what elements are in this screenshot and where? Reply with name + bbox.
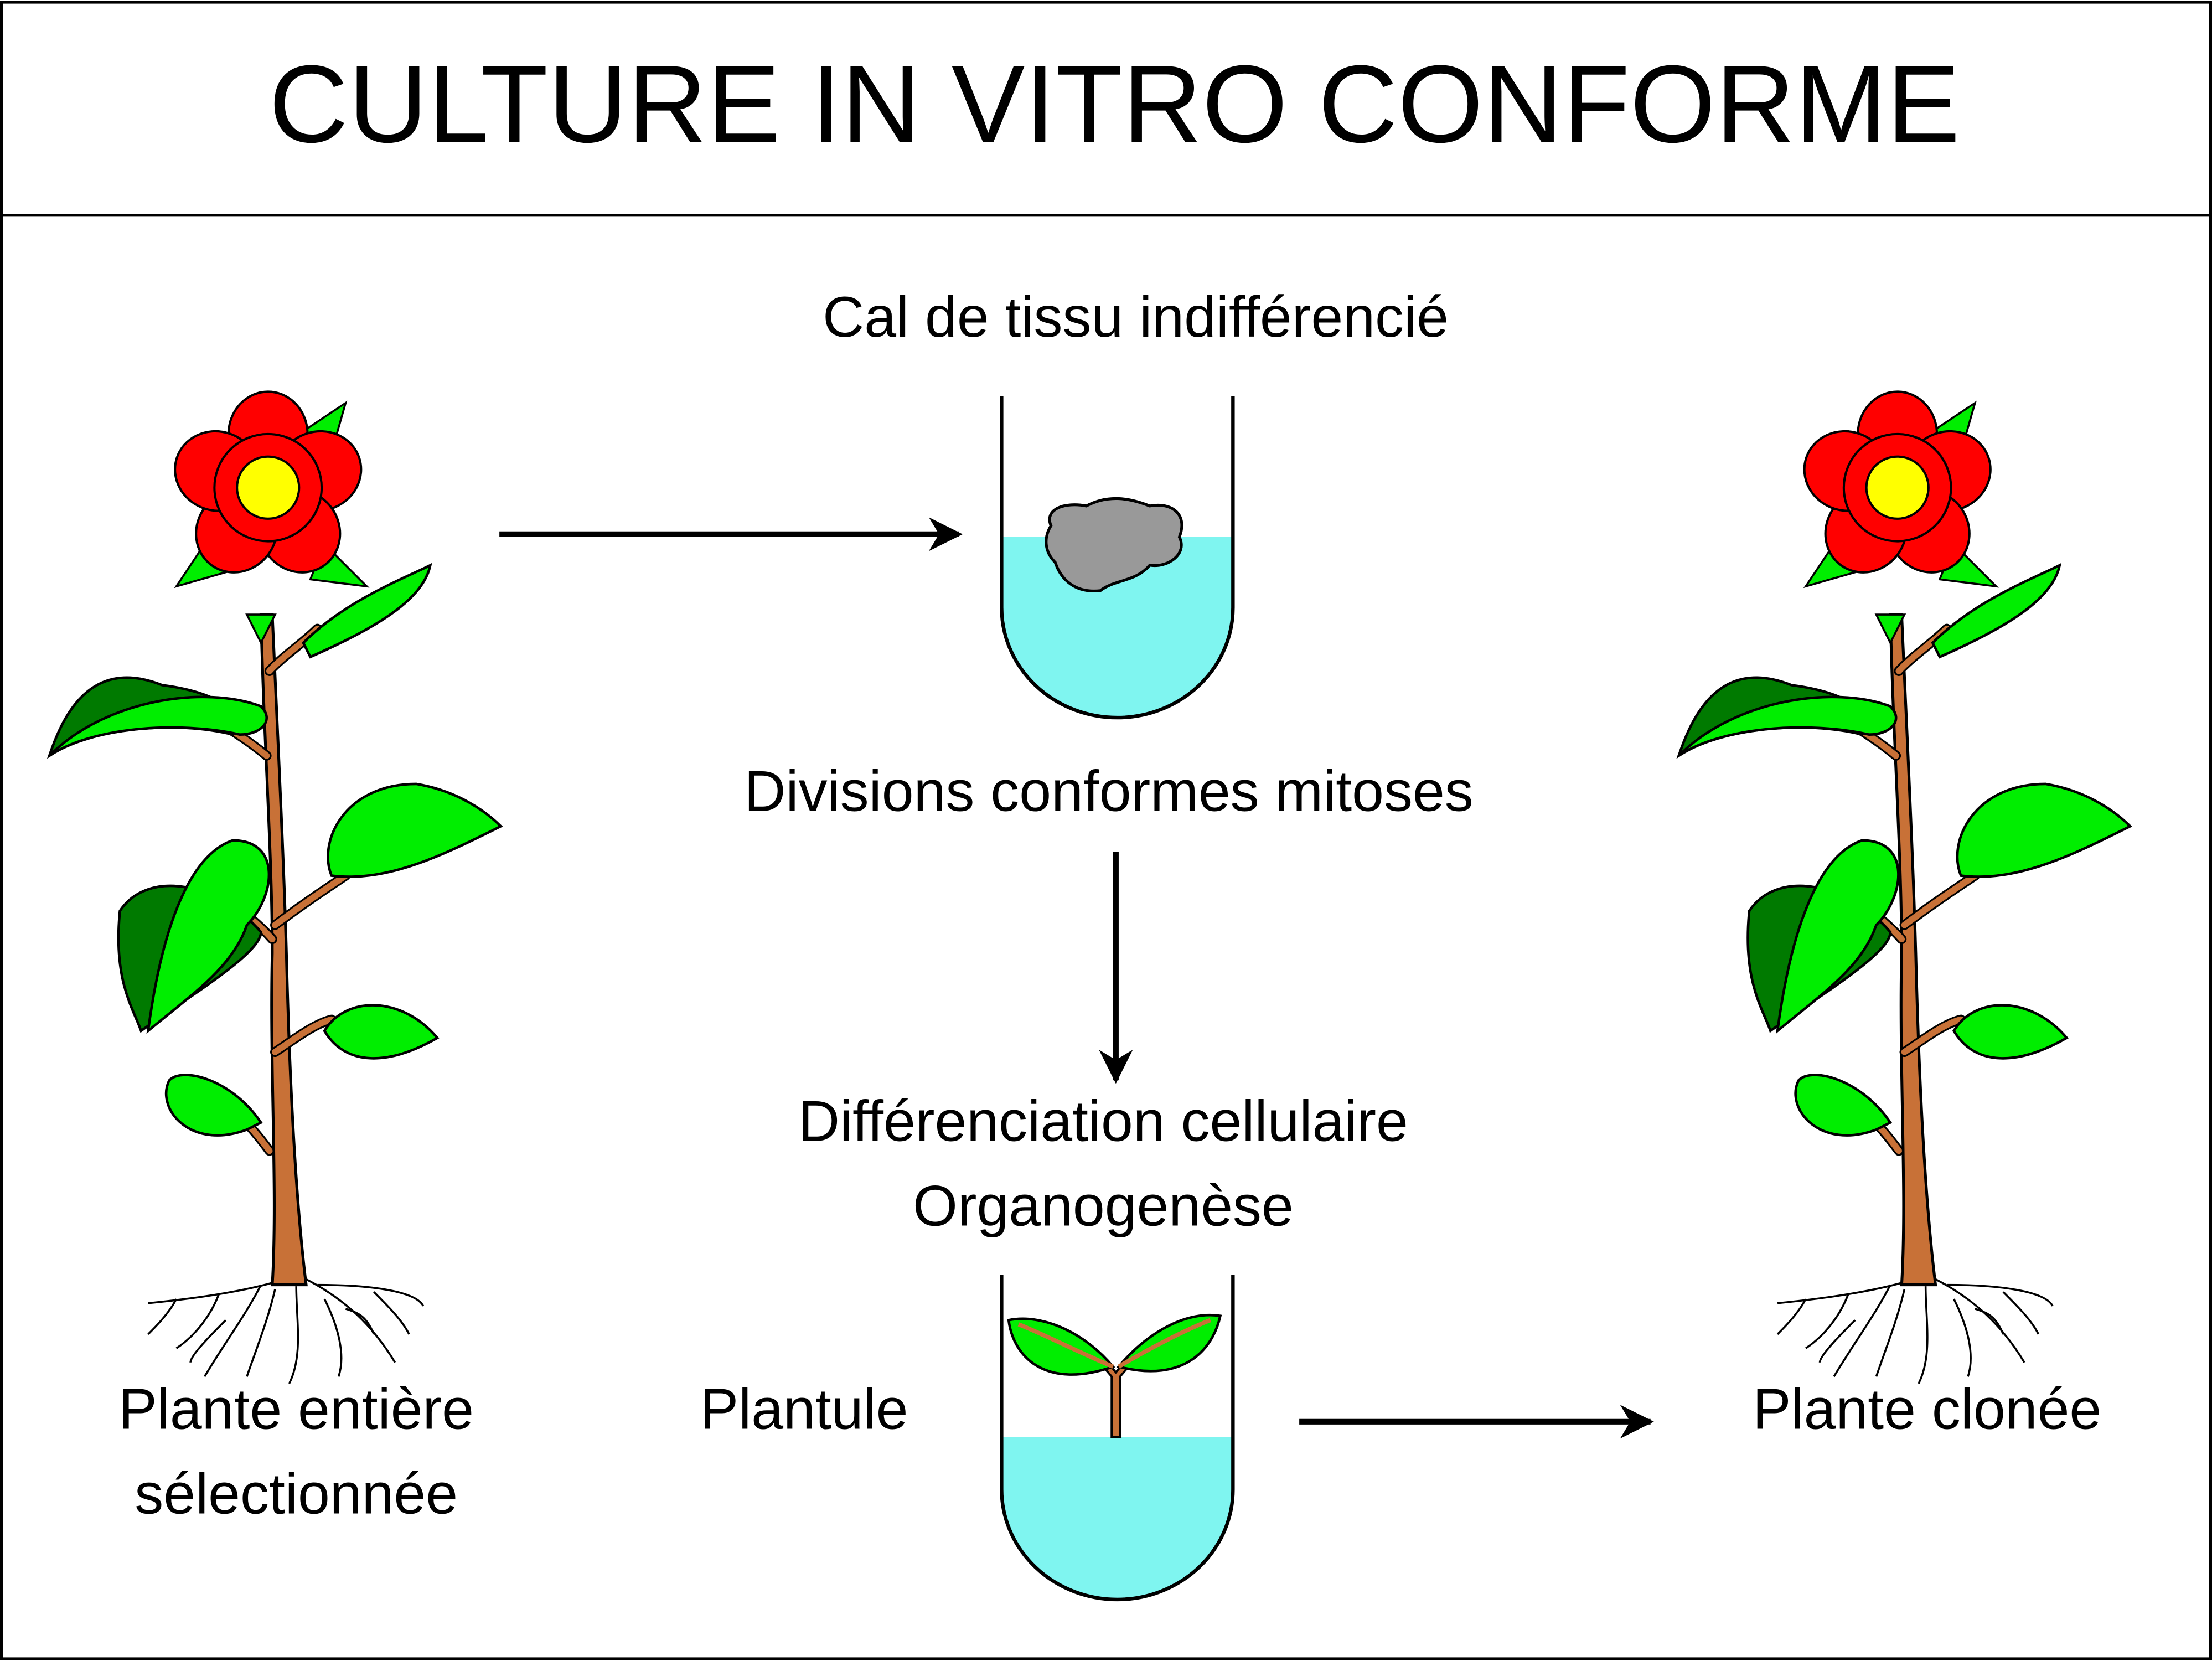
- diagram-title: CULTURE IN VITRO CONFORME: [269, 43, 1960, 166]
- test-tube-callus: [1000, 396, 1235, 720]
- divisions-label: Divisions conformes mitoses: [744, 759, 1473, 823]
- differentiation-label: Différenciation cellulaire: [798, 1090, 1408, 1154]
- test-tube-plantlet: [1000, 1275, 1235, 1602]
- source-plant-label-line1: Plante entière: [118, 1378, 474, 1442]
- callus-tissue: [1045, 497, 1183, 592]
- callus-label: Cal de tissu indifférencié: [823, 285, 1449, 349]
- organogenesis-label: Organogenèse: [913, 1174, 1294, 1239]
- plantlet: [1007, 1314, 1222, 1438]
- plantlet-label: Plantule: [700, 1378, 908, 1442]
- cloned-plant-label: Plante clonée: [1753, 1378, 2101, 1442]
- source-plant-label-line2: sélectionnée: [135, 1462, 458, 1526]
